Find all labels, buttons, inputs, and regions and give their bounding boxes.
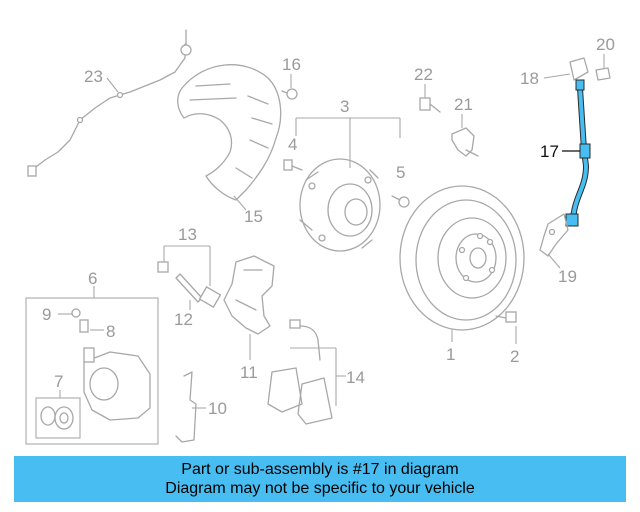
caliper-carrier-part[interactable]: [223, 255, 275, 335]
label-2: 2: [510, 347, 519, 366]
banner-line-1: Part or sub-assembly is #17 in diagram: [181, 461, 459, 478]
parts-diagram: 23 15 16 3 4 5 22: [25, 29, 615, 445]
clip-20-part[interactable]: [595, 67, 611, 81]
label-11: 11: [240, 363, 258, 382]
label-19: 19: [558, 267, 577, 286]
label-15: 15: [244, 207, 263, 226]
wear-sensor-part[interactable]: [289, 319, 321, 361]
label-7: 7: [54, 372, 63, 391]
label-13: 13: [178, 225, 197, 244]
label-23: 23: [84, 67, 103, 86]
label-3: 3: [340, 97, 349, 116]
info-banner: Part or sub-assembly is #17 in diagram D…: [14, 456, 626, 502]
bleeder-cap-part[interactable]: [71, 308, 81, 318]
banner-line-2: Diagram may not be specific to your vehi…: [165, 480, 475, 497]
bolt-22-part[interactable]: [419, 97, 441, 113]
bolt-4-part[interactable]: [283, 159, 303, 171]
brake-hose-highlight: [570, 86, 588, 222]
brake-pads-part[interactable]: [267, 367, 333, 425]
bleeder-screw-part[interactable]: [79, 319, 89, 333]
bolt-2-part[interactable]: [495, 311, 517, 323]
wheel-hub-part[interactable]: [299, 158, 381, 252]
seal-kit-box: [35, 397, 81, 439]
bolt-16-part[interactable]: [281, 88, 298, 100]
label-12: 12: [174, 310, 193, 329]
label-1: 1: [446, 345, 455, 364]
spring-clip-part[interactable]: [175, 371, 197, 443]
splash-shield-part[interactable]: [177, 64, 282, 201]
label-9: 9: [42, 305, 51, 324]
label-21: 21: [454, 95, 473, 114]
caliper-part[interactable]: [83, 347, 151, 421]
label-14: 14: [346, 368, 365, 387]
brake-hose-part[interactable]: [565, 79, 591, 227]
bracket-18-part[interactable]: [569, 57, 589, 81]
label-4: 4: [288, 135, 297, 154]
sensor-clip-21-part[interactable]: [451, 127, 479, 157]
label-18: 18: [520, 69, 539, 88]
bolt-5-part[interactable]: [391, 195, 410, 208]
label-10: 10: [208, 399, 227, 418]
label-17: 17: [540, 142, 559, 161]
label-22: 22: [414, 65, 433, 84]
guide-pin-part[interactable]: [157, 261, 222, 308]
label-8: 8: [106, 322, 115, 341]
brake-disc-part[interactable]: [399, 185, 525, 331]
caliper-group-box: [25, 297, 159, 445]
label-20: 20: [596, 35, 615, 54]
hose-bracket-19-part[interactable]: [539, 213, 569, 257]
label-5: 5: [396, 163, 405, 182]
label-6: 6: [88, 269, 97, 288]
abs-sensor-wire-part[interactable]: [27, 29, 192, 177]
seal-kit-part[interactable]: [40, 406, 74, 430]
label-16: 16: [282, 55, 301, 74]
